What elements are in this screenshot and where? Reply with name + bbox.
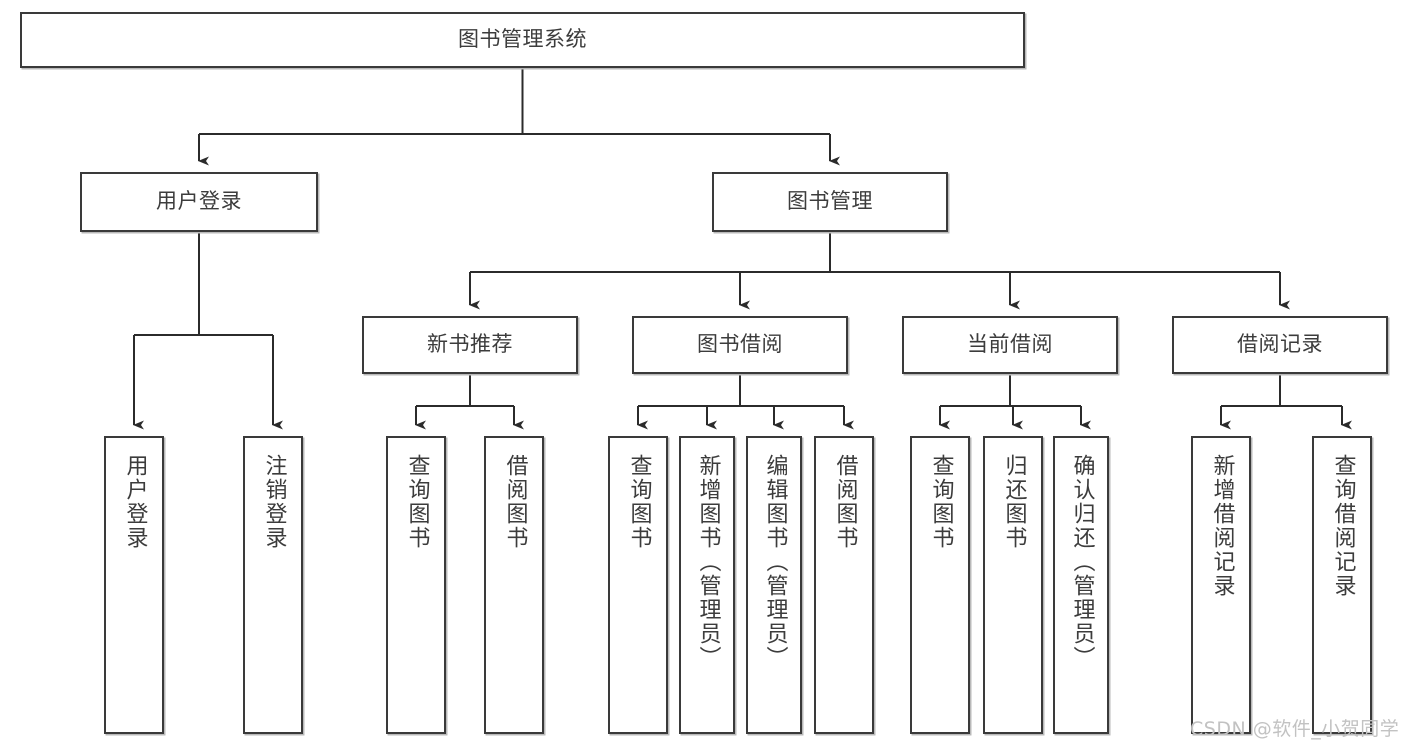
node-leaf-borrow-book-2[interactable]: 借阅图书 (814, 436, 874, 734)
node-leaf-return-book[interactable]: 归还图书 (983, 436, 1043, 734)
node-leaf-add-book[interactable]: 新增图书（管理员） (679, 436, 735, 734)
node-user-login[interactable]: 用户登录 (80, 172, 318, 232)
node-label: 图书借阅 (697, 332, 783, 357)
node-label: 用户登录 (156, 189, 242, 214)
node-label: 查询图书 (404, 454, 430, 550)
node-leaf-user-logout[interactable]: 注销登录 (243, 436, 303, 734)
node-leaf-query-book-2[interactable]: 查询图书 (608, 436, 668, 734)
node-label: 注销登录 (261, 454, 287, 550)
node-borrow-record[interactable]: 借阅记录 (1172, 316, 1388, 374)
node-label: 查询图书 (928, 454, 954, 550)
node-label: 借阅图书 (832, 454, 858, 550)
node-book-manage[interactable]: 图书管理 (712, 172, 948, 232)
node-label: 图书管理系统 (458, 27, 587, 52)
node-current-borrow[interactable]: 当前借阅 (902, 316, 1118, 374)
node-root[interactable]: 图书管理系统 (20, 12, 1025, 68)
node-leaf-confirm-return[interactable]: 确认归还（管理员） (1053, 436, 1109, 734)
node-label: 当前借阅 (967, 332, 1053, 357)
node-label: 用户登录 (122, 454, 148, 550)
node-new-book-rec[interactable]: 新书推荐 (362, 316, 578, 374)
node-label: 新书推荐 (427, 332, 513, 357)
node-leaf-borrow-book-1[interactable]: 借阅图书 (484, 436, 544, 734)
node-label: 新增图书（管理员） (695, 454, 721, 670)
node-leaf-edit-book[interactable]: 编辑图书（管理员） (746, 436, 802, 734)
node-label: 查询图书 (626, 454, 652, 550)
node-label: 借阅记录 (1237, 332, 1323, 357)
node-label: 新增借阅记录 (1209, 454, 1235, 598)
node-leaf-query-book-3[interactable]: 查询图书 (910, 436, 970, 734)
csdn-watermark: CSDN @软件_小贺同学 (1190, 718, 1400, 740)
node-label: 查询借阅记录 (1330, 454, 1356, 598)
node-book-borrow[interactable]: 图书借阅 (632, 316, 848, 374)
node-leaf-add-record[interactable]: 新增借阅记录 (1191, 436, 1251, 734)
node-label: 借阅图书 (502, 454, 528, 550)
node-leaf-user-login[interactable]: 用户登录 (104, 436, 164, 734)
node-leaf-query-book-1[interactable]: 查询图书 (386, 436, 446, 734)
node-label: 归还图书 (1001, 454, 1027, 550)
node-label: 图书管理 (787, 189, 873, 214)
node-label: 确认归还（管理员） (1069, 454, 1095, 670)
node-label: 编辑图书（管理员） (762, 454, 788, 670)
node-leaf-query-record[interactable]: 查询借阅记录 (1312, 436, 1372, 734)
